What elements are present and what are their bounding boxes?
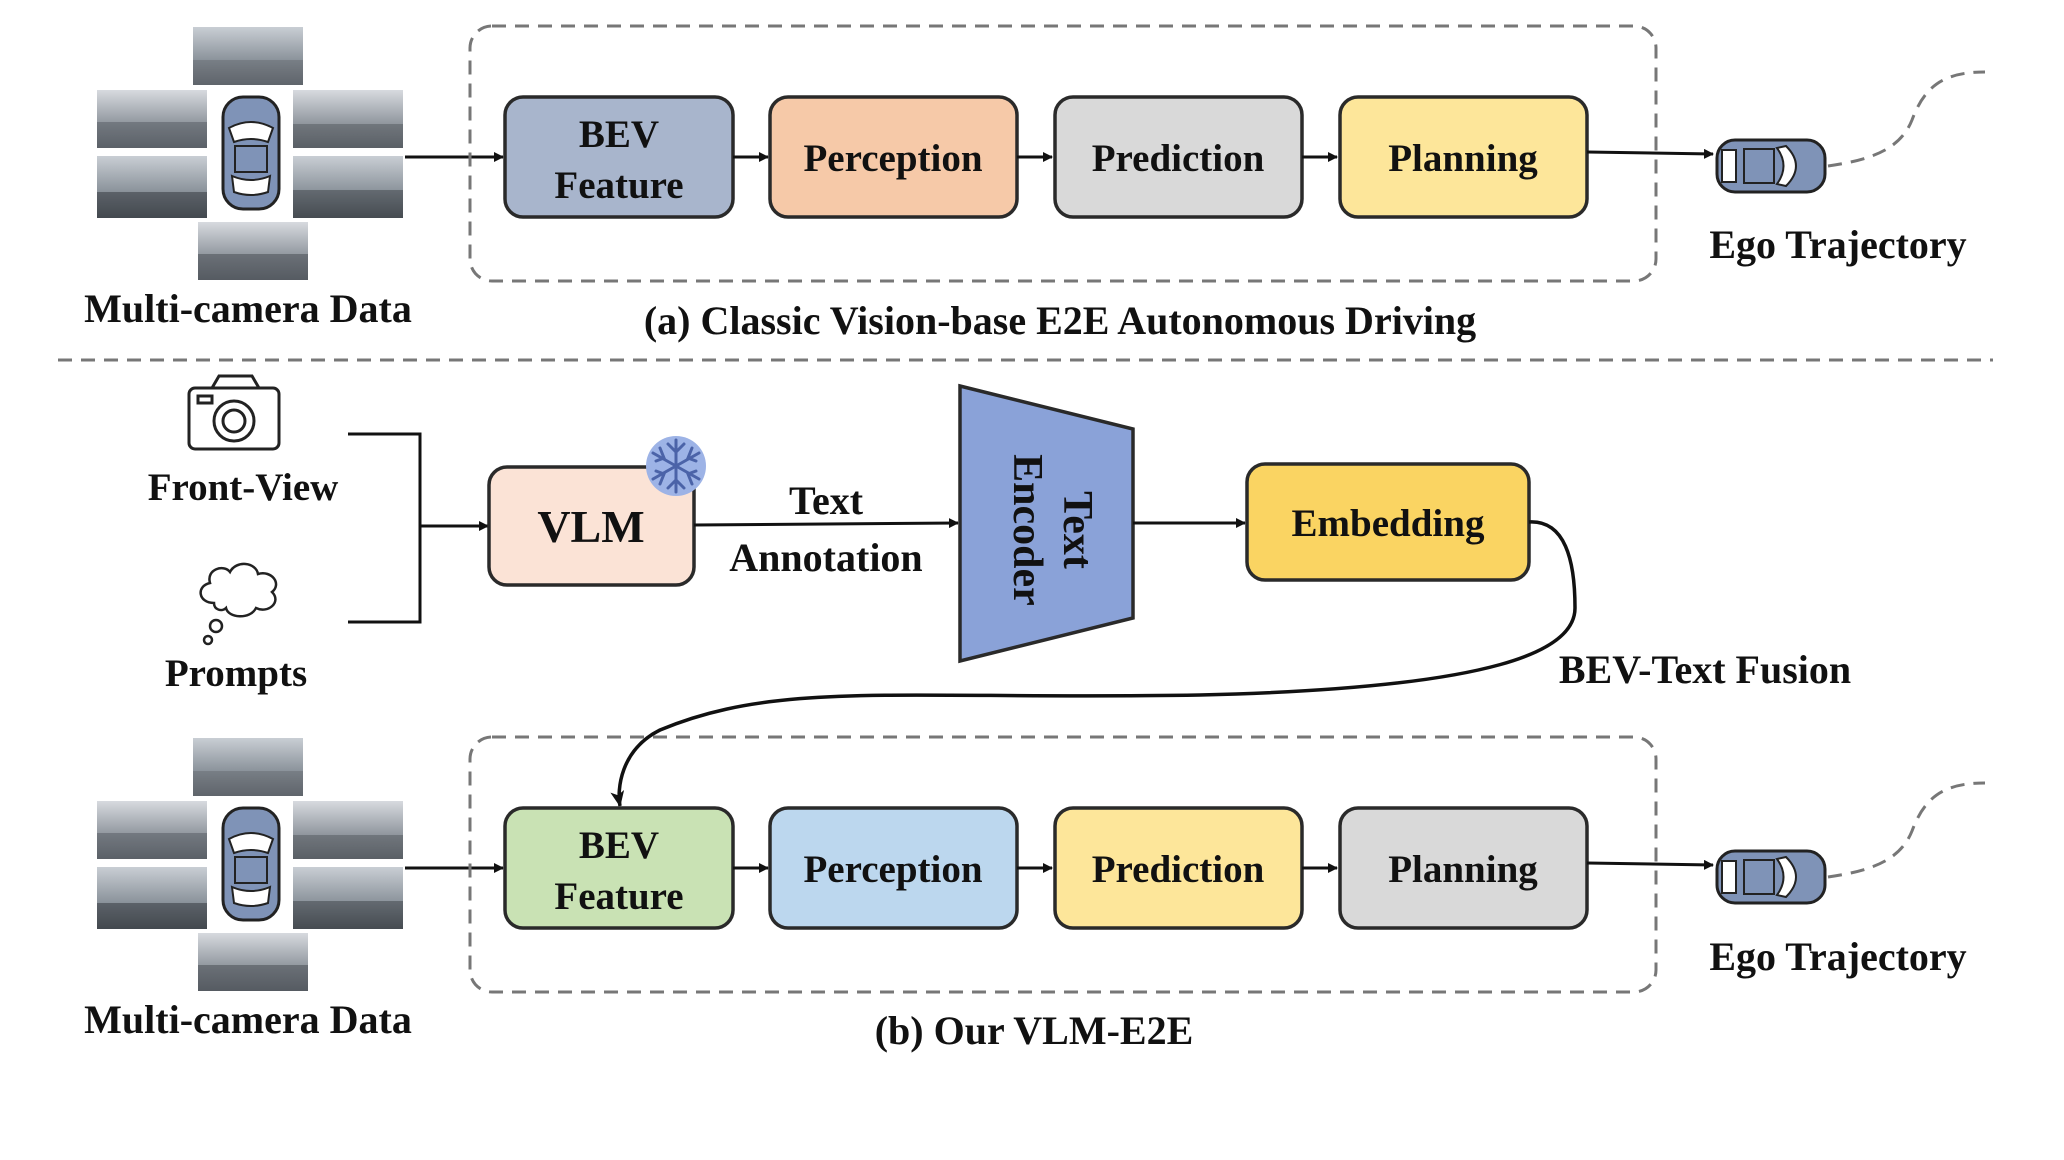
embedding-label: Embedding [1292,502,1485,545]
ego-trajectory-path [1827,781,1986,879]
input-label: Multi-camera Data [84,997,412,1042]
thought-cloud-icon [199,562,278,646]
perception-label: Perception [803,848,982,891]
front-view-label: Front-View [148,466,339,509]
output-arrow [1586,859,1714,870]
section-b-vlm-flow: Front-View Prompts VLM Text Ann [148,374,1851,807]
bev-feature-line2: Feature [554,164,683,207]
car-icon [1715,138,1827,194]
prediction-box: Prediction [1053,95,1304,219]
perception-box: Perception [768,806,1019,930]
bev-feature-box: BEV Feature [503,95,735,219]
planning-label: Planning [1388,848,1538,891]
snowflake-icon [646,436,706,496]
perception-label: Perception [803,137,982,180]
bev-feature-line1: BEV [579,824,659,867]
pipeline-frame [468,735,1658,994]
multi-camera-mosaic [97,738,403,991]
section-a: Multi-camera Data BEV Feature Perception… [84,24,1986,343]
planning-box: Planning [1338,95,1589,219]
encoder-line2: Encoder [1004,454,1050,606]
output-label: Ego Trajectory [1709,934,1966,979]
prediction-label: Prediction [1092,137,1265,180]
prediction-box: Prediction [1053,806,1304,930]
car-icon [221,806,281,922]
arrow-vlm-to-encoder [693,518,959,529]
text-annotation-line1: Text [789,478,864,523]
car-icon [1715,849,1827,905]
bev-feature-box: BEV Feature [503,806,735,930]
bev-text-fusion-arrow [610,520,1577,807]
multi-camera-mosaic [97,27,403,280]
prediction-label: Prediction [1092,848,1265,891]
output-label: Ego Trajectory [1709,222,1966,267]
bev-feature-line2: Feature [554,875,683,918]
vlm-label: VLM [537,501,644,552]
embedding-box: Embedding [1245,462,1531,582]
vlm-box: VLM [487,465,696,587]
prompts-label: Prompts [165,652,307,695]
camera-icon [187,374,281,451]
section-b-pipeline: Multi-camera Data BEV Feature Perception… [84,735,1986,1053]
perception-box: Perception [768,95,1019,219]
bev-text-fusion-label: BEV-Text Fusion [1559,647,1851,692]
caption-a: (a) Classic Vision-base E2E Autonomous D… [644,298,1476,343]
bev-feature-line1: BEV [579,113,659,156]
input-label: Multi-camera Data [84,286,412,331]
planning-label: Planning [1388,137,1538,180]
encoder-line1: Text [1054,491,1100,569]
car-icon [221,95,281,211]
planning-box: Planning [1338,806,1589,930]
pipeline-frame [468,24,1658,283]
caption-b: (b) Our VLM-E2E [875,1008,1194,1053]
input-bracket [348,432,422,624]
output-arrow [1586,148,1714,159]
ego-trajectory-path [1827,70,1986,168]
text-annotation-line2: Annotation [729,535,922,580]
text-encoder: Text Encoder [958,383,1135,664]
